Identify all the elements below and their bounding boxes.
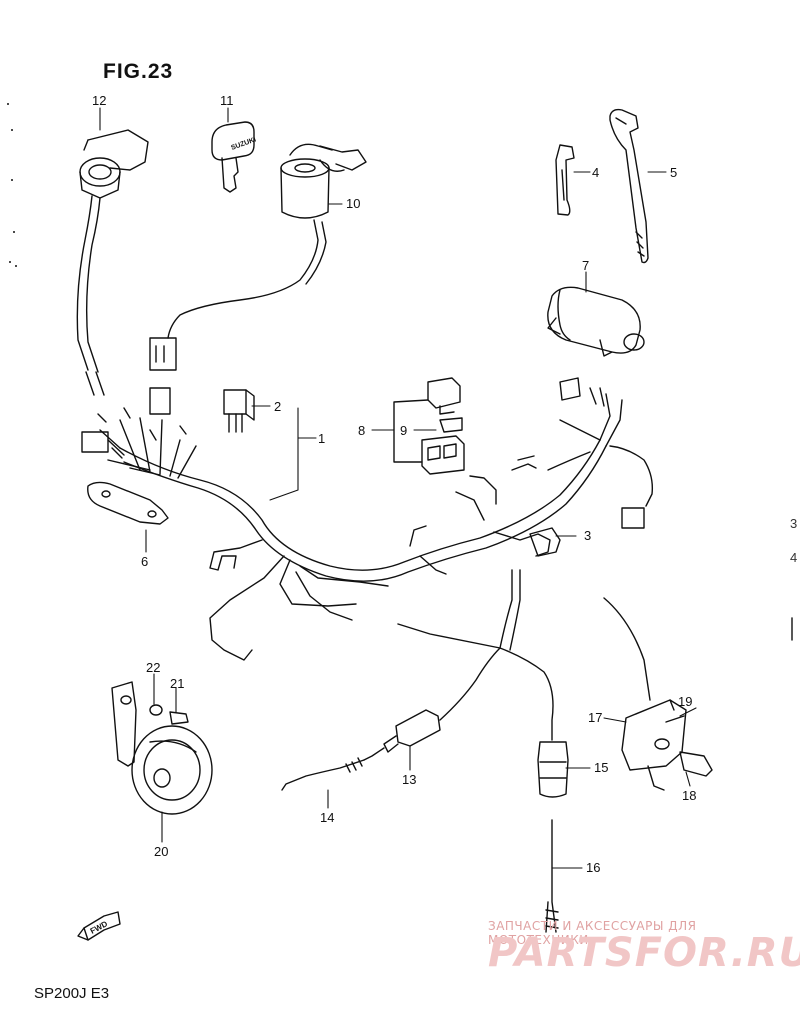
horn bbox=[111, 681, 213, 815]
handlebar-switch bbox=[76, 129, 149, 396]
callout-15: 15 bbox=[594, 760, 608, 775]
rear-brake-switch bbox=[397, 569, 569, 933]
stop-switch-and-spring bbox=[281, 647, 501, 791]
callout-14: 14 bbox=[320, 810, 334, 825]
figure-title: FIG.23 bbox=[103, 60, 174, 83]
margin-specks bbox=[7, 103, 17, 267]
ignition-switch bbox=[149, 143, 367, 371]
watermark-tagline: ЗАПЧАСТИ И АКСЕССУАРЫ ДЛЯ МОТОТЕХНИКИ bbox=[488, 919, 697, 947]
callout-10: 10 bbox=[346, 196, 360, 211]
callout-12: 12 bbox=[92, 93, 106, 108]
callout-5: 5 bbox=[670, 165, 677, 180]
callout-4: 4 bbox=[592, 165, 599, 180]
callout-22: 22 bbox=[146, 660, 160, 675]
callout-11: 11 bbox=[220, 93, 234, 108]
watermark-logo: PARTSFOR.RU bbox=[488, 930, 800, 976]
callout-8: 8 bbox=[358, 423, 365, 438]
callout-18: 18 bbox=[682, 788, 696, 803]
callout-2: 2 bbox=[274, 399, 281, 414]
callout-20: 20 bbox=[154, 844, 168, 859]
forward-arrow bbox=[77, 911, 121, 941]
model-code: SP200J E3 bbox=[34, 985, 110, 1002]
ignition-coil bbox=[547, 286, 645, 357]
edge-mark-3: 3 bbox=[790, 516, 798, 531]
callout-6: 6 bbox=[141, 554, 148, 569]
callouts: 1 2 3 4 5 6 7 8 9 10 11 12 13 14 15 16 1… bbox=[92, 93, 696, 875]
fuse-box bbox=[393, 377, 465, 475]
callout-1: 1 bbox=[318, 431, 325, 446]
callout-13: 13 bbox=[402, 772, 416, 787]
wiring-harness bbox=[81, 377, 654, 661]
cable-tie bbox=[609, 108, 649, 264]
ignition-key bbox=[211, 121, 255, 193]
edge-mark-4: 4 bbox=[790, 550, 798, 565]
callout-17: 17 bbox=[588, 710, 602, 725]
callout-21: 21 bbox=[170, 676, 184, 691]
callout-3: 3 bbox=[584, 528, 591, 543]
clamp bbox=[555, 144, 575, 216]
neutral-switch bbox=[603, 597, 713, 791]
callout-7: 7 bbox=[582, 258, 589, 273]
leader-lines bbox=[99, 107, 697, 869]
relay bbox=[223, 389, 255, 433]
bracket bbox=[87, 481, 169, 525]
callout-19: 19 bbox=[678, 694, 692, 709]
connector bbox=[529, 527, 561, 557]
callout-16: 16 bbox=[586, 860, 600, 875]
callout-9: 9 bbox=[400, 423, 407, 438]
